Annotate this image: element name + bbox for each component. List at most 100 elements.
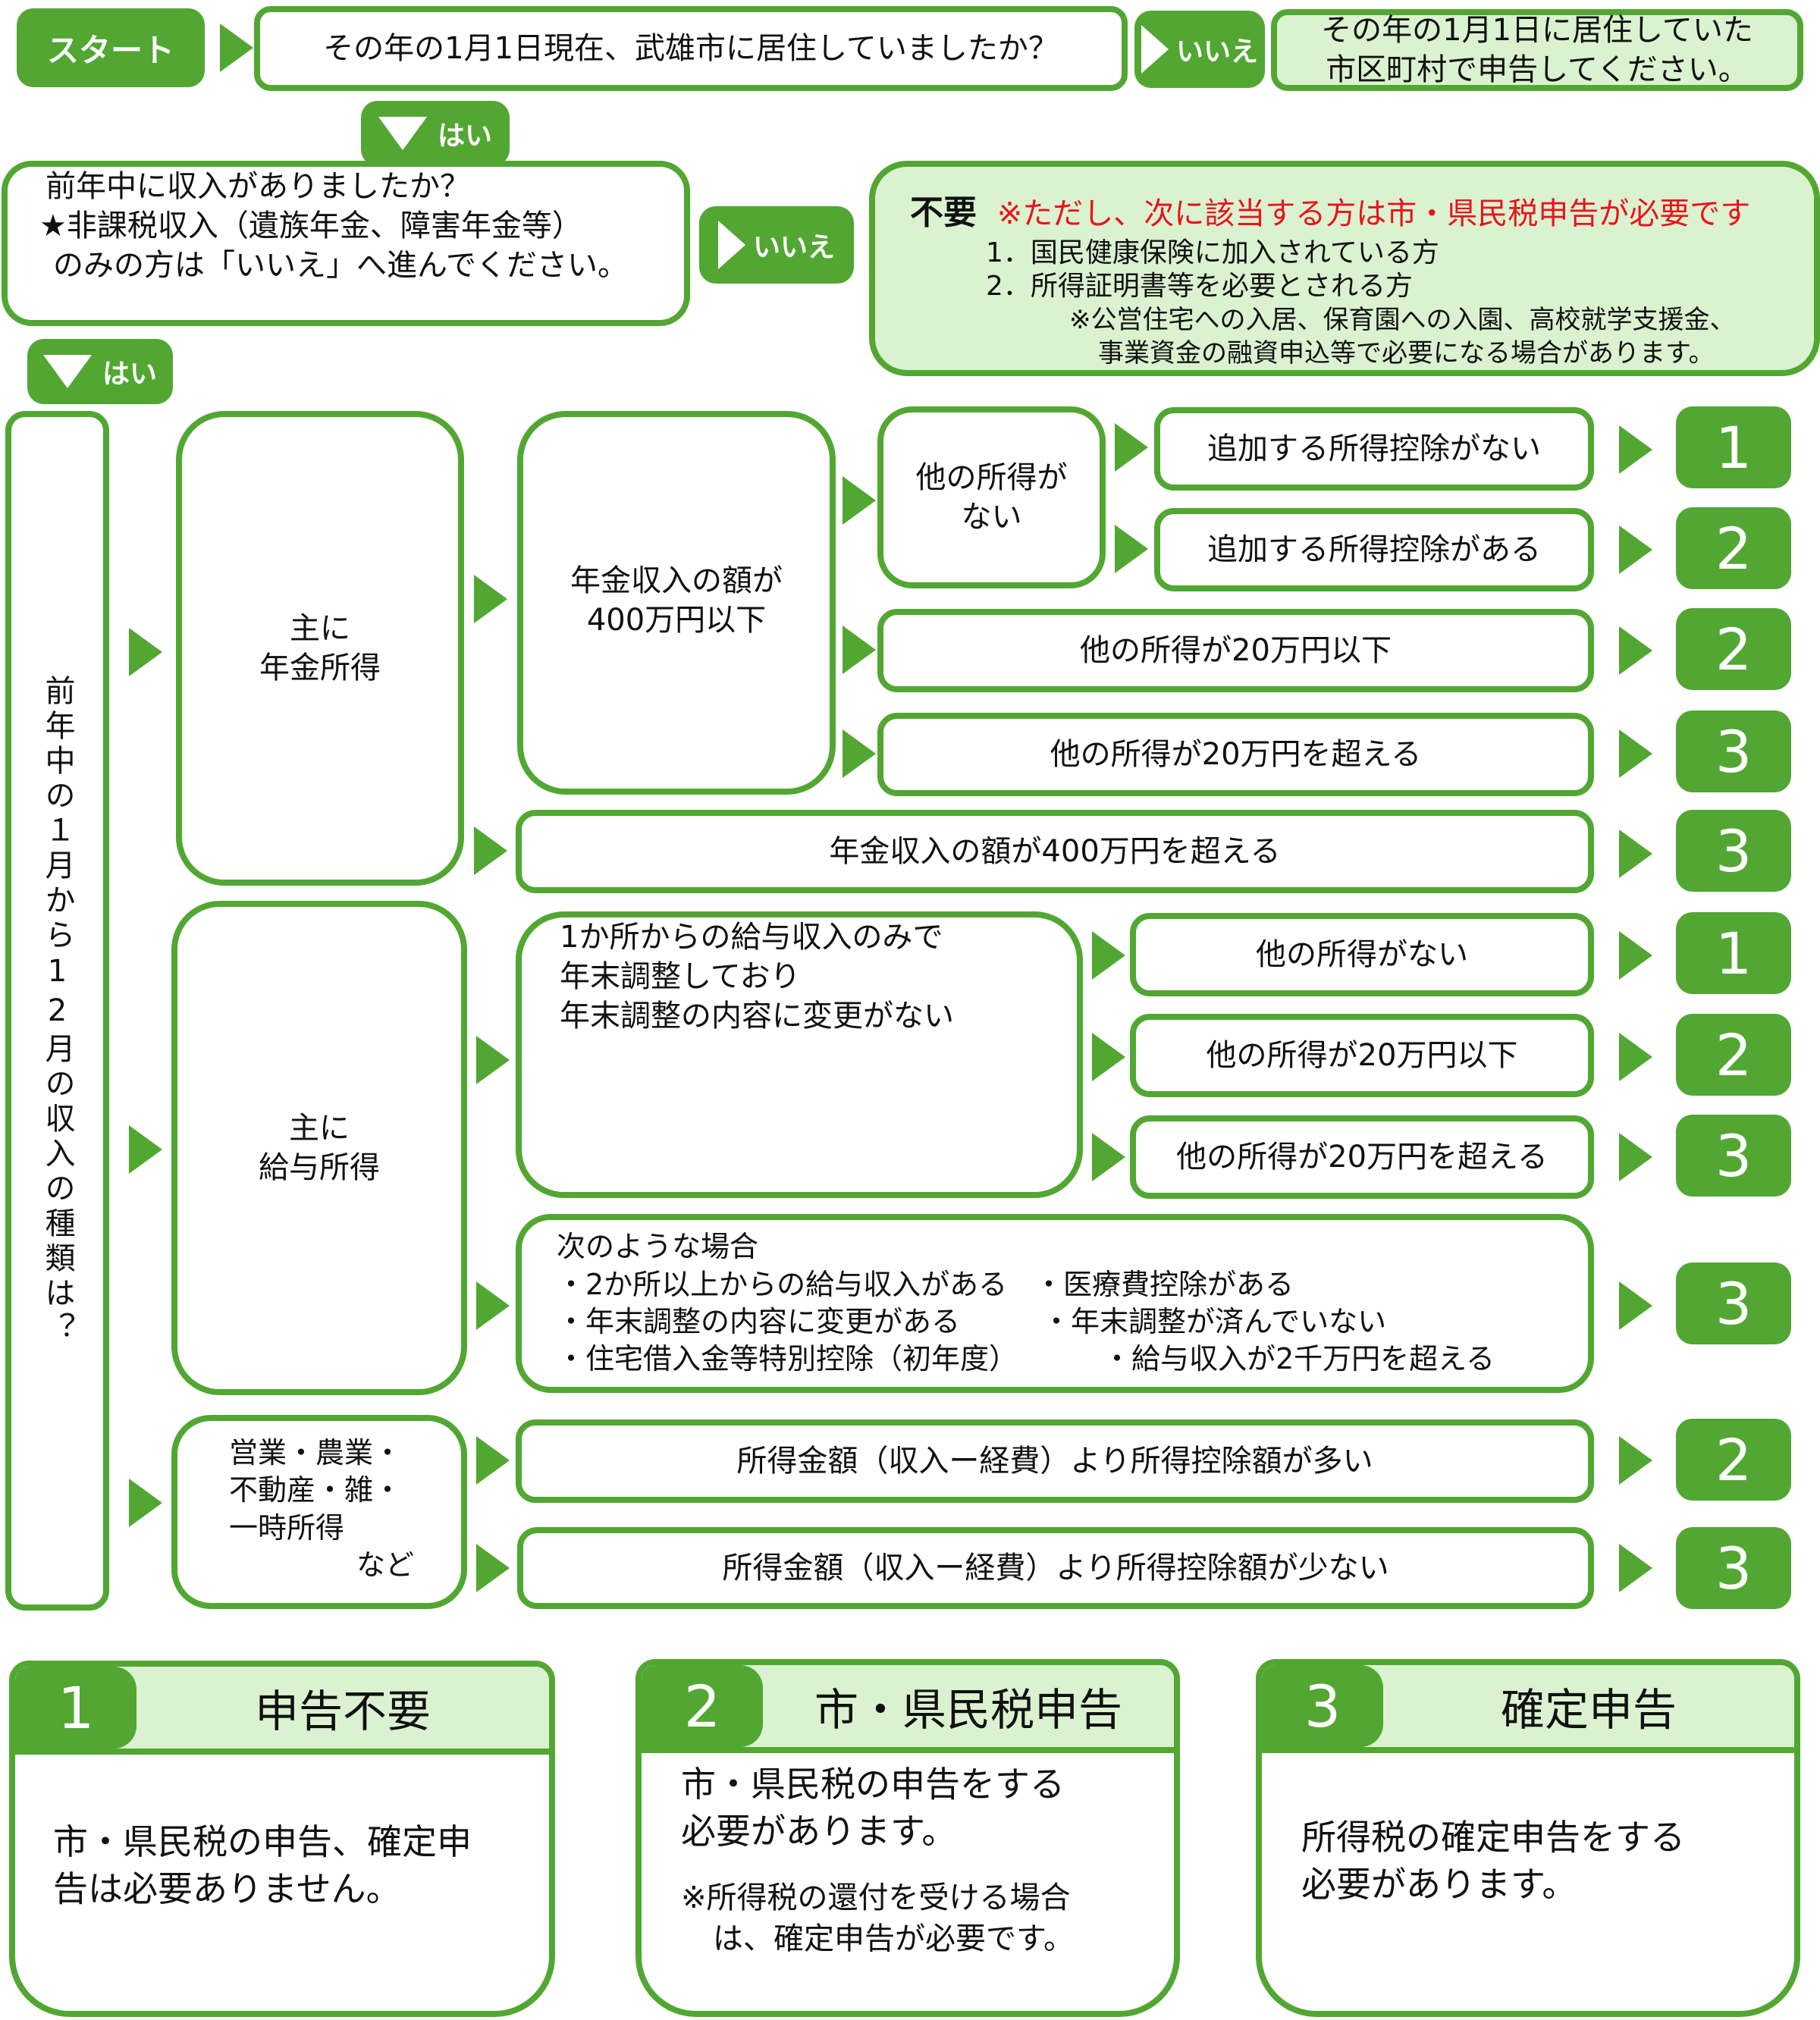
arrow-right-icon bbox=[1092, 1033, 1125, 1081]
outcome-body-line: 必要があります。 bbox=[1301, 1864, 1577, 1906]
result-badge: 3 bbox=[1676, 1262, 1791, 1344]
requirement-subnote: 事業資金の融資申込等で必要になる場合があります。 bbox=[1098, 337, 1715, 369]
start-text: スタート bbox=[46, 31, 174, 69]
outcome-body: 市・県民税の申告をする 必要があります。 ※所得税の還付を受ける場合 は、確定申… bbox=[681, 1761, 1151, 1959]
result-number: 2 bbox=[1715, 514, 1753, 582]
other-case-item: ・年末調整の内容に変更がある bbox=[557, 1305, 961, 1338]
result-badge: 3 bbox=[1676, 810, 1791, 892]
arrow-right-icon bbox=[1092, 1133, 1125, 1181]
result-badge: 2 bbox=[1676, 1014, 1791, 1096]
result-number: 3 bbox=[1715, 1269, 1753, 1338]
yes-label-residency: はい bbox=[361, 101, 510, 166]
result-line: 市区町村で申告してください。 bbox=[1326, 52, 1749, 87]
result-badge: 2 bbox=[1676, 608, 1791, 690]
no-button-residency: いいえ bbox=[1134, 11, 1265, 88]
arrow-right-icon bbox=[1619, 1281, 1652, 1330]
result-badge: 3 bbox=[1676, 1527, 1791, 1609]
pension-row-text: 他の所得が20万円以下 bbox=[1080, 633, 1392, 668]
salary-row-text: 他の所得がない bbox=[1256, 937, 1468, 972]
pension-row-text: 年金収入の額が400万円を超える bbox=[829, 834, 1281, 869]
result-number: 2 bbox=[1715, 615, 1753, 683]
arrow-right-icon bbox=[1092, 931, 1125, 980]
business-label: 営業・農業・ bbox=[229, 1436, 403, 1470]
outcome-card-header: 2 市・県民税申告 bbox=[642, 1665, 1174, 1753]
other-case-item: ・年末調整が済んでいない bbox=[1042, 1305, 1387, 1338]
business-label: 不動産・雑・ bbox=[229, 1473, 403, 1507]
salary-row: 他の所得が20万円以下 bbox=[1130, 1014, 1594, 1097]
single-employer-text: 年末調整の内容に変更がない bbox=[560, 999, 954, 1034]
arrow-right-icon bbox=[1619, 1133, 1652, 1181]
salary-single-employer: 1か所からの給与収入のみで 年末調整しており 年末調整の内容に変更がない bbox=[516, 911, 1083, 1198]
question-residency: その年の1月1日現在、武雄市に居住していましたか？ bbox=[254, 6, 1128, 91]
business-row-text: 所得金額（収入ー経費）より所得控除額が多い bbox=[736, 1444, 1373, 1479]
result-number: 1 bbox=[1715, 919, 1753, 987]
result-badge: 2 bbox=[1676, 507, 1791, 589]
outcome-body: 所得税の確定申告をする 必要があります。 bbox=[1301, 1814, 1771, 1908]
arrow-right-icon bbox=[1619, 830, 1652, 878]
pension-row: 年金収入の額が400万円を超える bbox=[516, 810, 1594, 893]
outcome-note-line: ※所得税の還付を受ける場合 bbox=[681, 1880, 1071, 1916]
arrow-right-icon bbox=[1619, 931, 1652, 980]
yes-label-income: はい bbox=[27, 339, 173, 404]
question-line: 前年中に収入がありましたか？ bbox=[46, 169, 470, 204]
requirement-item: 2．所得証明書等を必要とされる方 bbox=[986, 270, 1413, 302]
start-label: スタート bbox=[17, 8, 205, 87]
arrow-right-icon bbox=[1115, 525, 1148, 573]
other-case-item: ・2か所以上からの給与収入がある bbox=[557, 1267, 1008, 1301]
yes-label: はい bbox=[437, 121, 492, 152]
income-type-text: 前年中の１月から12月の収入の種類は？ bbox=[39, 675, 75, 1347]
result-number: 1 bbox=[1715, 413, 1753, 481]
result-other-municipality: その年の1月1日に居住していた 市区町村で申告してください。 bbox=[1271, 9, 1803, 91]
arrow-right-icon bbox=[843, 476, 876, 525]
arrow-right-icon bbox=[474, 575, 507, 623]
other-case-item: ・給与収入が2千万円を超える bbox=[1103, 1342, 1495, 1376]
pension-label: 主に bbox=[290, 611, 350, 646]
requirement-subnote: ※公営住宅への入居、保育園への入園、高校就学支援金、 bbox=[1069, 304, 1736, 335]
salary-row-text: 他の所得が20万円を超える bbox=[1176, 1140, 1548, 1175]
pension-label: 年金所得 bbox=[259, 651, 381, 685]
arrow-right-icon bbox=[1619, 425, 1652, 474]
business-income: 営業・農業・ 不動産・雑・ 一時所得 など bbox=[171, 1415, 467, 1609]
business-row: 所得金額（収入ー経費）より所得控除額が多い bbox=[516, 1419, 1594, 1503]
arrow-right-icon bbox=[129, 1125, 162, 1174]
business-row-text: 所得金額（収入ー経費）より所得控除額が少ない bbox=[722, 1551, 1389, 1586]
yes-label: はい bbox=[102, 359, 157, 390]
pension-row-text: 他の所得が20万円を超える bbox=[1050, 737, 1422, 772]
outcome-title: 市・県民税申告 bbox=[814, 1684, 1122, 1736]
result-number: 2 bbox=[1715, 1021, 1753, 1089]
arrow-right-icon bbox=[476, 1281, 510, 1330]
arrow-right-icon bbox=[1115, 423, 1148, 472]
requirement-item: 1．国民健康保険に加入されている方 bbox=[986, 237, 1439, 268]
not-required-note: ※ただし、次に該当する方は市・県民税申告が必要です bbox=[996, 196, 1751, 231]
arrow-right-icon bbox=[1619, 525, 1652, 574]
single-employer-text: 年末調整しており bbox=[560, 959, 801, 994]
pension-under-400-text: 年金収入の額が bbox=[570, 563, 783, 598]
arrow-right-icon bbox=[843, 626, 876, 674]
outcome-card-header: 3 確定申告 bbox=[1262, 1665, 1794, 1753]
result-badge: 3 bbox=[1676, 1115, 1791, 1197]
arrow-right-icon bbox=[220, 24, 253, 72]
outcome-card-2: 2 市・県民税申告 市・県民税の申告をする 必要があります。 ※所得税の還付を受… bbox=[635, 1659, 1180, 2017]
result-not-required: 不要 ※ただし、次に該当する方は市・県民税申告が必要です 1．国民健康保険に加入… bbox=[869, 161, 1820, 376]
result-number: 3 bbox=[1715, 1121, 1753, 1190]
pension-row-text: 追加する所得控除がない bbox=[1207, 431, 1541, 466]
salary-row: 他の所得がない bbox=[1130, 913, 1594, 996]
arrow-right-icon bbox=[1141, 25, 1169, 74]
outcome-title: 確定申告 bbox=[1500, 1684, 1677, 1736]
not-required-heading: 不要 bbox=[910, 193, 977, 232]
outcome-card-3: 3 確定申告 所得税の確定申告をする 必要があります。 bbox=[1256, 1659, 1800, 2017]
result-badge: 1 bbox=[1676, 406, 1791, 488]
result-number: 3 bbox=[1715, 1534, 1753, 1602]
outcome-card-1: 1 申告不要 市・県民税の申告、確定申 告は必要ありません。 bbox=[9, 1661, 555, 2017]
no-other-income-text: 他の所得が bbox=[915, 460, 1068, 495]
income-type-question: 前年中の１月から12月の収入の種類は？ bbox=[5, 411, 109, 1611]
question-line: ★非課税収入（遺族年金、障害年金等） bbox=[39, 209, 582, 243]
salary-other-cases: 次のような場合 ・2か所以上からの給与収入がある・医療費控除がある ・年末調整の… bbox=[516, 1214, 1594, 1393]
arrow-down-icon bbox=[42, 355, 92, 388]
arrow-right-icon bbox=[1619, 1033, 1652, 1081]
arrow-right-icon bbox=[476, 1544, 510, 1592]
question-income: 前年中に収入がありましたか？ ★非課税収入（遺族年金、障害年金等） のみの方は「… bbox=[2, 161, 690, 326]
outcome-body-line: 市・県民税の申告、確定申 bbox=[53, 1821, 472, 1862]
no-label: いいえ bbox=[752, 232, 835, 263]
arrow-right-icon bbox=[476, 1436, 510, 1485]
